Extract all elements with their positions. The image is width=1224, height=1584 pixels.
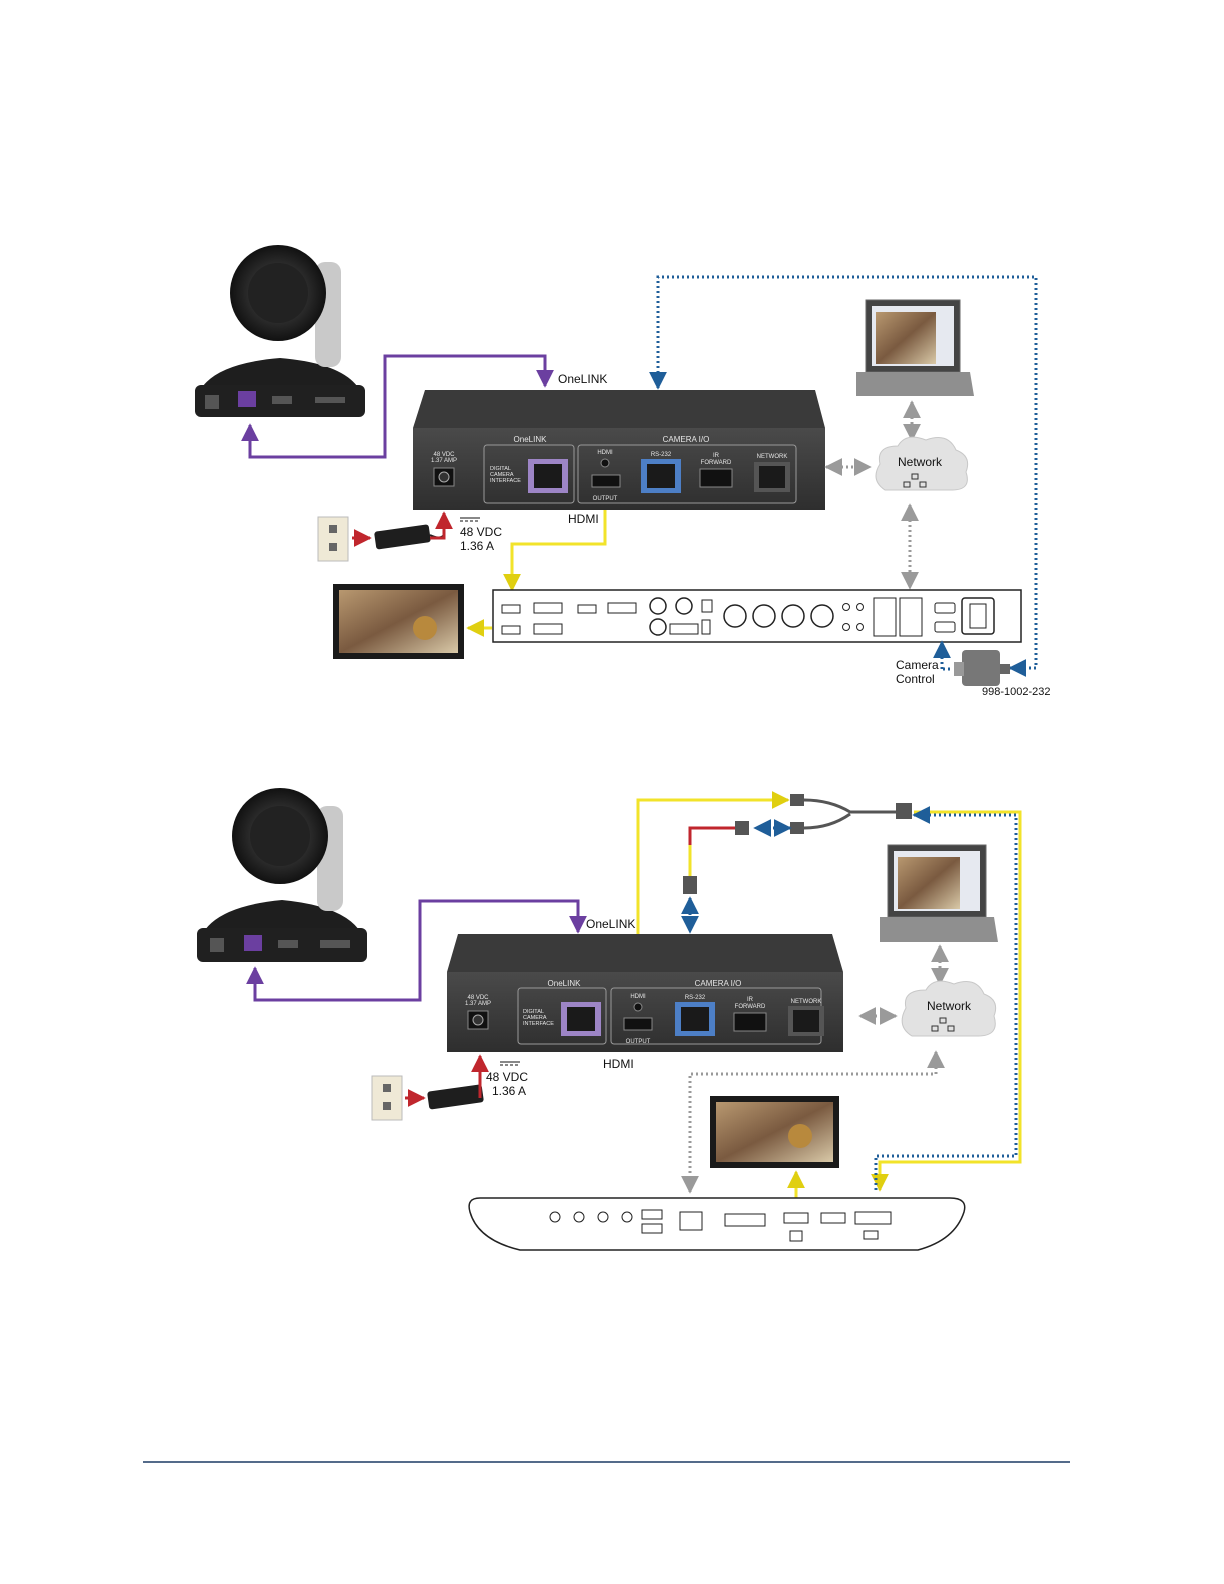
- camera-io-header: CAMERA I/O: [695, 979, 742, 988]
- rs232-connector: [683, 876, 697, 894]
- network-label: Network: [927, 999, 972, 1013]
- hdmi-output-label: OUTPUT: [593, 496, 618, 502]
- hdmi-cable: [638, 800, 788, 934]
- hdmi-port-label: HDMI: [597, 450, 613, 456]
- hdmi-port-label: HDMI: [630, 994, 646, 1000]
- adapter-connector: [735, 821, 749, 835]
- onelink-interface: 48 VDC 1.37 AMP OneLINK DIGITAL CAMERA I…: [447, 934, 843, 1052]
- monitor-icon: [710, 1096, 839, 1168]
- onelink-header: OneLINK: [548, 979, 582, 988]
- ir-forward-label-1: IR: [747, 997, 754, 1003]
- rs232-port-label: RS-232: [651, 452, 672, 458]
- power-outlet-icon: [372, 1076, 402, 1120]
- power-voltage-label: 48 VDC: [486, 1070, 528, 1084]
- ptz-camera-icon: [195, 245, 365, 417]
- power-voltage-label: 48 VDC: [460, 525, 502, 539]
- power-current-label: 1.36 A: [492, 1084, 526, 1098]
- onelink-cable-label: OneLINK: [558, 372, 607, 386]
- diagram-2: OneLINK 48 VDC 1.37 AMP OneL: [197, 788, 1020, 1250]
- codec-icon: [493, 590, 1021, 642]
- power-supply-icon: [427, 1084, 484, 1109]
- camera-io-header: CAMERA I/O: [663, 435, 710, 444]
- codec-icon: [469, 1198, 965, 1250]
- ptz-camera-icon: [197, 788, 367, 962]
- laptop-icon: [856, 300, 974, 396]
- adapter-red-cable: [690, 828, 735, 876]
- onelink-interface: 48 VDC 1.37 AMP OneLINK DIGITAL CAMERA I…: [413, 390, 825, 510]
- power-current-label: 1.36 A: [460, 539, 494, 553]
- laptop-icon: [880, 845, 998, 942]
- hdmi-cable-label: HDMI: [603, 1057, 634, 1071]
- onelink-header: OneLINK: [514, 435, 548, 444]
- onelink-port-label-3: INTERFACE: [523, 1021, 554, 1027]
- dc-in-amp-label: 1.37 AMP: [465, 1001, 491, 1007]
- onelink-cable-label: OneLINK: [586, 917, 635, 931]
- camera-control-label-2: Control: [896, 672, 935, 686]
- network-port-label: NETWORK: [757, 454, 788, 460]
- diagram-1: OneLINK 48 VDC 1.37 AMP OneLINK DIGITAL …: [195, 245, 1051, 698]
- camera-control-label-1: Camera: [896, 658, 939, 672]
- monitor-icon: [333, 584, 464, 659]
- serial-adapter-icon: [954, 650, 1010, 686]
- rs232-port-label: RS-232: [685, 995, 706, 1001]
- ir-forward-label-2: FORWARD: [701, 460, 732, 466]
- network-label: Network: [898, 455, 943, 469]
- power-cable-out: [430, 513, 444, 538]
- ir-forward-label-1: IR: [713, 453, 720, 459]
- ir-forward-label-2: FORWARD: [735, 1004, 766, 1010]
- hdmi-cable-label: HDMI: [568, 512, 599, 526]
- power-outlet-icon: [318, 517, 348, 561]
- hdmi-output-label: OUTPUT: [626, 1039, 651, 1045]
- dc-in-amp-label: 1.37 AMP: [431, 458, 457, 464]
- network-port-label: NETWORK: [791, 999, 822, 1005]
- onelink-port-label-3: INTERFACE: [490, 478, 521, 484]
- splitter-cable: [790, 794, 912, 834]
- adapter-part-number: 998-1002-232: [982, 686, 1051, 698]
